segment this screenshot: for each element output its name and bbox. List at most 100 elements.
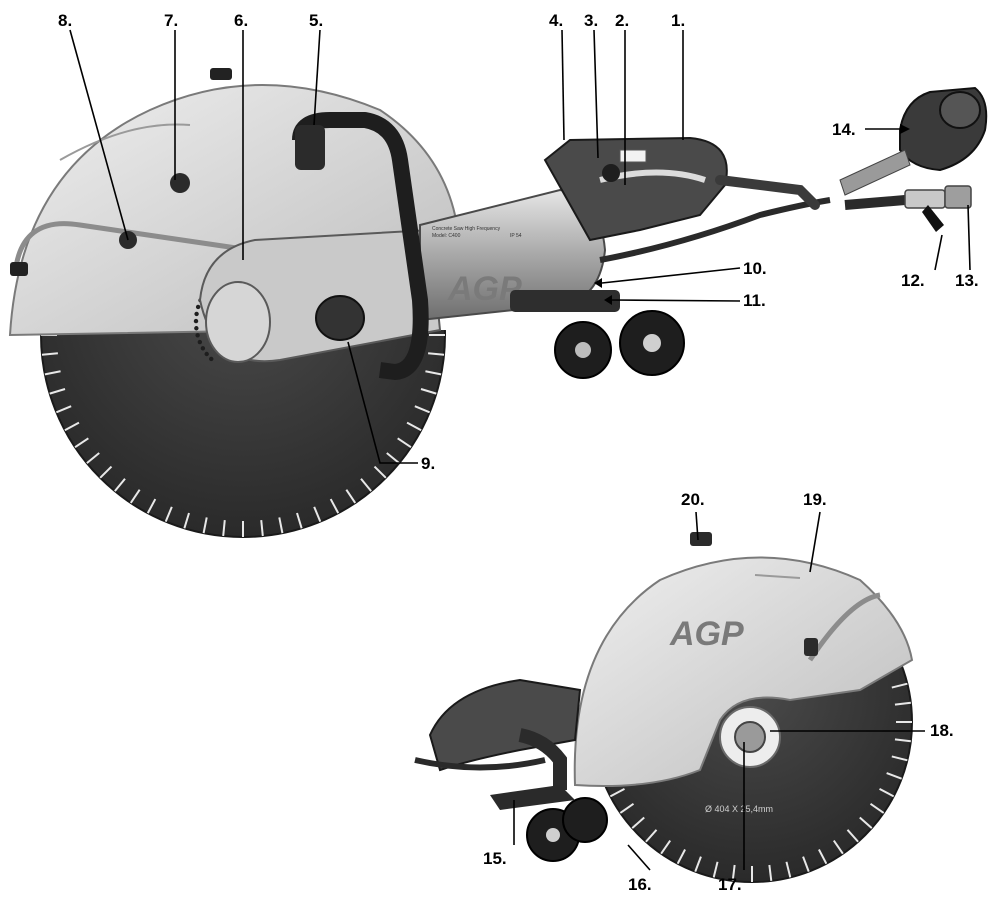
blade-2-segment-gap [846, 829, 859, 843]
callout-19: 19. [803, 490, 827, 509]
leader-13 [967, 204, 971, 271]
callout-6: 6. [234, 11, 249, 30]
leader-lines [69, 29, 971, 871]
callout-12: 12. [901, 271, 925, 290]
blade-print: Ø 404 X 25,4mm [705, 804, 773, 814]
blade-2-segment-gap [818, 849, 828, 865]
blade-2-segment-gap [802, 856, 810, 872]
plate-line-3: IP 54 [510, 233, 522, 239]
blade-1-segment-gap [329, 498, 340, 514]
blade-1-segment-gap [164, 506, 173, 523]
blade-1-segment-gap [278, 517, 284, 534]
blade-2-segment-gap [768, 864, 773, 881]
leader-3 [593, 29, 599, 159]
blade-2-segment-gap [891, 755, 908, 762]
leader-11 [611, 299, 741, 302]
blade-1-segment-gap [260, 520, 264, 537]
front-handle-1 [292, 112, 429, 380]
brand-logo-guard: AGP [669, 615, 744, 653]
connector-assembly [839, 86, 988, 232]
blade-1-segment-gap [99, 465, 113, 479]
callout-9: 9. [421, 454, 436, 473]
blade-2-segment-gap [731, 864, 736, 881]
callout-20: 20. [681, 490, 705, 509]
vent-hole [195, 304, 201, 310]
blade-1-segment-gap [55, 405, 72, 414]
leader-8 [69, 29, 129, 241]
vent-hole [193, 318, 199, 324]
vent-hole [194, 326, 199, 331]
blade-1-segment-gap [64, 421, 80, 432]
saw-side-view: AGP Concrete Saw High Frequency Model: C… [8, 68, 831, 538]
leader-19 [809, 511, 821, 573]
blade-2-segment-gap [785, 861, 792, 878]
callout-4: 4. [549, 11, 564, 30]
vent-hole [209, 356, 214, 362]
blade-1-segment-gap [397, 437, 412, 449]
leader-16 [627, 844, 651, 871]
blade-2-segment-gap [660, 839, 672, 855]
water-hose-coupling [844, 195, 906, 210]
blade-2-segment-gap [676, 849, 686, 865]
blade-1-segment-gap [420, 388, 437, 395]
vent-hole [204, 351, 209, 357]
blade-1-segment-gap [313, 506, 322, 523]
vent-hole [195, 333, 200, 338]
leader-9 [347, 341, 418, 464]
blade-1-segment-gap [86, 452, 100, 464]
rear-handle-1 [543, 136, 728, 242]
brand-logo-side: AGP [447, 270, 522, 308]
callout-11: 11. [743, 291, 766, 310]
blade-1-segment-gap [406, 421, 422, 432]
callout-15: 15. [483, 849, 507, 868]
blade-2-segment-gap [619, 802, 635, 814]
blade-2-segment-gap [859, 816, 873, 829]
vent-hole [194, 311, 199, 317]
vent-hole [197, 339, 203, 345]
blade-1-segment-gap [146, 498, 157, 514]
blade-1-segment-gap [386, 452, 400, 464]
blade-2-segment-gap [894, 738, 911, 743]
blade-1-segment-gap [428, 352, 445, 356]
blade-2-segment-gap [631, 816, 645, 829]
arrowheads [594, 124, 910, 305]
callout-7: 7. [164, 11, 179, 30]
blade-2-segment-gap [894, 701, 911, 706]
blade-1-segment-gap [41, 352, 58, 356]
blade-1-segment-gap [44, 370, 61, 376]
vent-hole [200, 346, 206, 351]
blade-2-segment-gap [879, 788, 895, 798]
blade-1-segment-gap [74, 437, 89, 449]
callout-17: 17. [718, 875, 742, 894]
blade-2-segment-gap [832, 839, 844, 855]
callout-10: 10. [743, 259, 767, 278]
leader-10 [601, 267, 741, 284]
blade-1-segment-gap [183, 512, 190, 529]
blade-2-segment-gap [645, 829, 658, 843]
blade-1-segment-gap [202, 517, 208, 534]
blade-1-segment-gap [114, 478, 126, 492]
leader-12 [934, 234, 943, 271]
callout-14: 14. [832, 120, 856, 139]
callout-18: 18. [930, 721, 954, 740]
blade-1 [40, 330, 446, 538]
blade-1-segment-gap [296, 512, 303, 529]
leader-4 [561, 29, 565, 141]
leader-20 [695, 511, 699, 541]
blade-1-segment-gap [345, 489, 357, 504]
blade-1-segment-gap [414, 405, 431, 414]
saw-rear-view: Ø 404 X 25,4mm AGP [414, 532, 914, 883]
blade-1-segment-gap [222, 520, 226, 537]
blade-1-segment-gap [129, 489, 141, 504]
blade-1-segment-gap [49, 388, 66, 395]
callout-13: 13. [955, 271, 979, 290]
blade-1-segment-gap [373, 465, 387, 479]
callout-1: 1. [671, 11, 686, 30]
leader-5 [313, 29, 321, 126]
callout-2: 2. [615, 11, 630, 30]
blade-2-segment-gap [891, 682, 908, 689]
blade-2-segment-gap [869, 802, 885, 814]
plate-line-1: Concrete Saw High Frequency [432, 226, 501, 232]
